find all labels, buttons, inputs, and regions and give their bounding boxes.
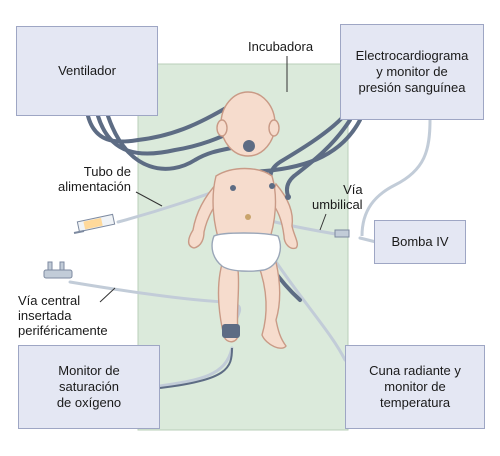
pointer-lines: [99, 56, 327, 303]
picc-pointer: [99, 287, 116, 303]
baby-right-ear: [268, 119, 280, 137]
ecg-light-line: [360, 119, 432, 237]
baby-left-leg: [217, 263, 240, 343]
iv-connector-icon: [334, 229, 350, 238]
ecg-monitor-box: Electrocardiograma y monitor de presión …: [340, 24, 484, 120]
radiant-warmer-box: Cuna radiante y monitor de temperatura: [345, 345, 485, 429]
ecg-electrode-1: [230, 185, 236, 191]
baby-diaper: [211, 232, 282, 272]
feeding-tube-label: Tubo de alimentación: [58, 164, 131, 194]
ventilator-box: Ventilador: [16, 26, 158, 116]
ventilator-mouthpiece: [243, 140, 255, 152]
baby-figure: [187, 91, 299, 349]
oxygen-dark-line: [159, 347, 233, 389]
incubator-label: Incubadora: [248, 39, 314, 54]
feeding-pointer: [135, 191, 163, 207]
oxygen-line: [158, 346, 234, 388]
baby-left-ear: [216, 119, 228, 137]
ecg-electrode-2: [269, 183, 275, 189]
picc-label: Vía central insertada periféricamente: [18, 293, 108, 338]
baby-torso: [212, 167, 277, 245]
ecg-wire-2: [284, 118, 352, 198]
vent-tube-3: [106, 114, 247, 171]
picc-connector-icon: [43, 261, 73, 279]
umbilical-line-label: Vía umbilical: [312, 182, 363, 212]
umbilical-site: [245, 214, 251, 220]
syringe-icon: [73, 213, 116, 234]
iv-pump-line: [358, 236, 378, 244]
oxygen-monitor-box: Monitor de saturación de oxígeno: [18, 345, 160, 429]
picc-line: [68, 280, 242, 322]
ecg-electrode-3: [285, 194, 291, 200]
iv-pump-box: Bomba IV: [374, 220, 466, 264]
baby-right-leg: [257, 261, 287, 349]
umbilical-pointer: [319, 213, 327, 231]
baby-right-arm: [269, 182, 299, 250]
oxygen-foot-sensor: [222, 324, 240, 338]
